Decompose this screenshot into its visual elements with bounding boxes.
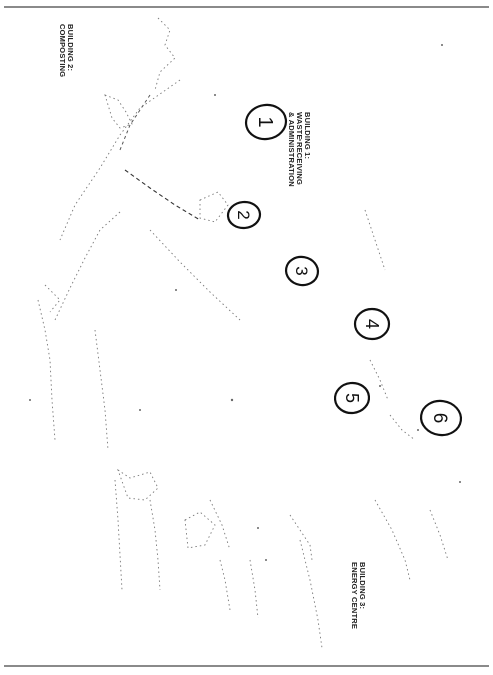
building-3-label-line-2: ENERGY CENTRE <box>350 562 360 630</box>
circled-number-2-group: 2 <box>226 200 262 230</box>
building-2-label-line-2: COMPOSTING <box>58 24 68 78</box>
building-3-label: BUILDING 3: ENERGY CENTRE <box>350 562 367 630</box>
building-2-label: BUILDING 2: COMPOSTING <box>58 24 75 78</box>
scan-specks <box>29 44 461 561</box>
circled-number-6: 6 <box>429 413 450 424</box>
hand-circle-1 <box>244 103 288 141</box>
circled-number-4-group: 4 <box>353 307 391 341</box>
circled-number-4: 4 <box>362 319 382 329</box>
dashed-connector <box>124 169 201 221</box>
building-1-label: BUILDING 1: WASTE RECEIVING & ADMINISTRA… <box>287 112 312 187</box>
building-1-label-line-1: BUILDING 1: <box>303 112 312 160</box>
building-1-label-line-3: & ADMINISTRATION <box>287 112 297 187</box>
hand-circle-6 <box>419 399 463 437</box>
dashed-connector-2 <box>119 94 151 151</box>
hand-circle-4 <box>353 307 391 341</box>
circled-number-5-group: 5 <box>333 381 371 415</box>
circled-number-5: 5 <box>342 393 362 403</box>
hand-circle-2 <box>226 200 262 230</box>
circled-number-6-group: 6 <box>419 399 463 437</box>
circled-number-3: 3 <box>292 266 311 275</box>
circled-number-2: 2 <box>234 210 253 219</box>
faint-plan-linework <box>37 17 449 649</box>
circled-number-3-group: 3 <box>284 255 320 287</box>
building-3-label-line-1: BUILDING 3: <box>358 562 367 610</box>
building-1-label-line-2: WASTE RECEIVING <box>295 112 305 186</box>
hand-circle-5 <box>333 381 371 415</box>
hand-circle-3 <box>284 255 320 287</box>
building-2-label-line-1: BUILDING 2: <box>66 24 75 72</box>
circled-number-1-group: 1 <box>244 103 288 141</box>
circled-number-1: 1 <box>254 116 276 127</box>
